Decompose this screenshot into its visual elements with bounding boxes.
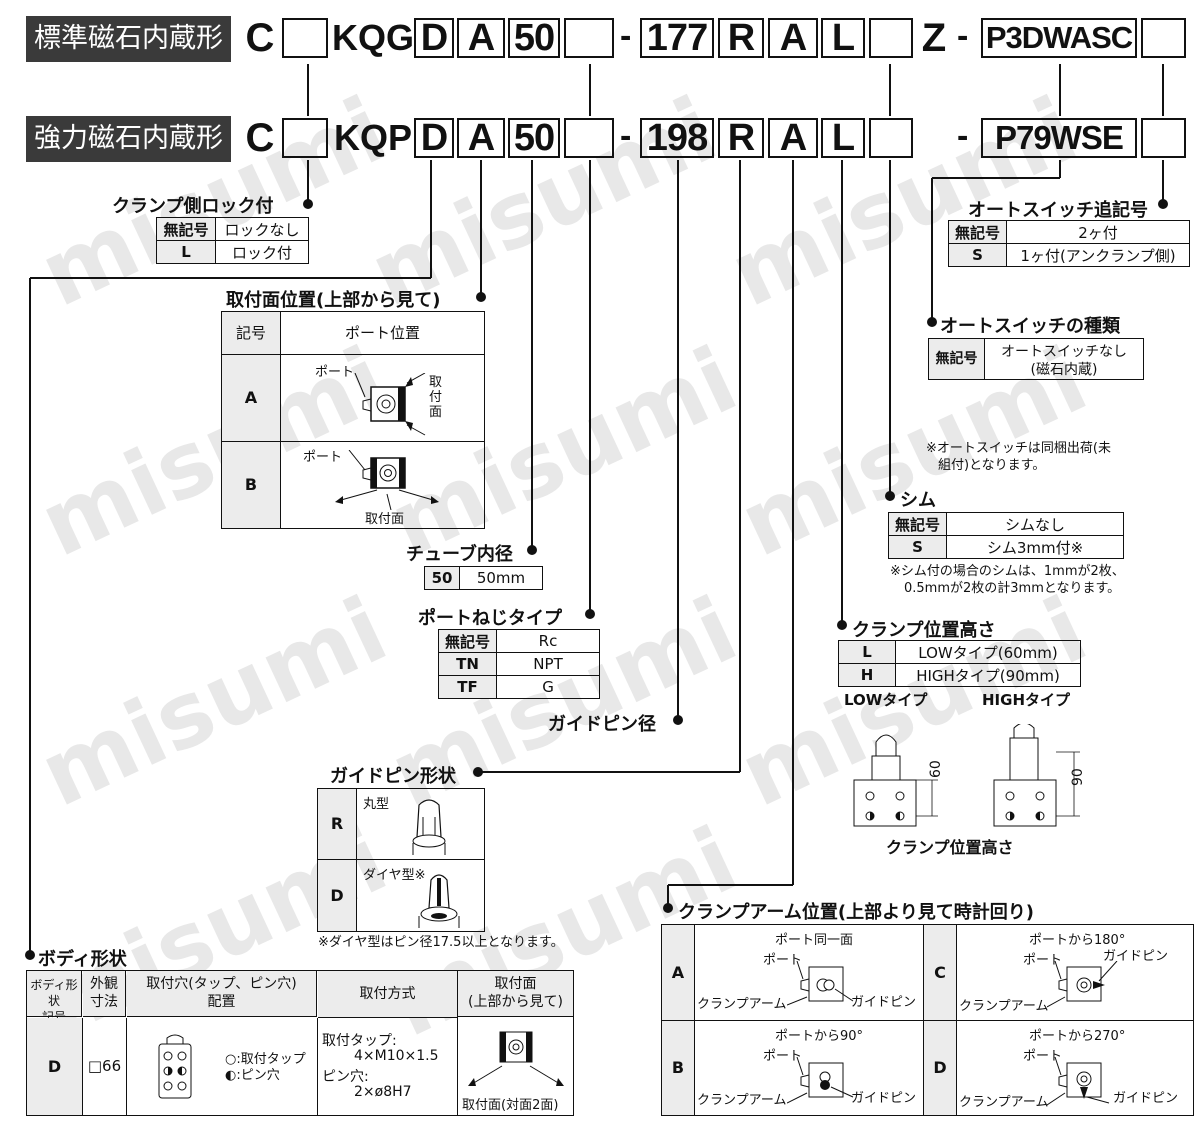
code-box-bore: 50 (508, 18, 560, 58)
guide-pin-shape-title: ガイドピン形状 (330, 766, 456, 787)
code-box-shim (869, 118, 913, 158)
code-dash: - (957, 117, 969, 155)
arm-cell-d: ポートから270° ポート クランプアーム ガイドピン (959, 1029, 1179, 1110)
body-shape-title: ボディ形状 (38, 949, 127, 970)
guide-pin-dia-title: ガイドピン径 (548, 714, 656, 735)
shim-note-2: 0.5mmが2枚の計3mmとなります。 (904, 581, 1121, 596)
arm-cell-c: ポートから180° ポート クランプアーム ガイドピン (957, 925, 1193, 1021)
guide-pin-shape-table: R 丸型 D ダイヤ型※ (317, 788, 485, 932)
standard-magnet-label: 標準磁石内蔵形 (26, 16, 231, 62)
mounting-hole-drawing (158, 1034, 192, 1099)
code-dash: - (957, 17, 969, 55)
pin-diamond-cell: ダイヤ型※ (357, 860, 484, 931)
arm-cell-b: ポートから90° ポート クランプアーム ガイドピン (695, 1021, 924, 1115)
shim-title: シム (900, 490, 936, 511)
code-dash: - (620, 17, 632, 55)
switch-type-table: 無記号 オートスイッチなし (磁石内蔵) (928, 338, 1144, 380)
mount-position-table: 記号 ポート位置 A ポート 取付面 B ポート 取付面 (221, 311, 485, 529)
round-pin-drawing (412, 799, 446, 855)
high-type-label: HIGHタイプ (982, 691, 1071, 709)
code-box-thread (564, 18, 614, 58)
code-box-body: D (414, 118, 454, 158)
clamp-arm-title: クランプアーム位置(上部より見て時計回り) (678, 902, 1034, 923)
mount-b-drawing (335, 450, 439, 510)
shim-note-1: ※シム付の場合のシムは、1mmが2枚、 (890, 564, 1125, 579)
arm-c-drawing (1047, 961, 1118, 1008)
code-box-height: L (821, 118, 865, 158)
code-kqp: KQP (333, 117, 412, 158)
code-kqg: KQG (331, 17, 414, 58)
mount-diagram-b: ポート 取付面 (281, 442, 484, 528)
mount-position-title: 取付面位置(上部から見て) (226, 290, 441, 311)
code-box-shim (869, 18, 913, 58)
mount-face-drawing (468, 1031, 564, 1086)
code-box-body: D (414, 18, 454, 58)
code-box-bore: 50 (508, 118, 560, 158)
low-dim: 60 (928, 760, 944, 778)
code-box-pin-shape: R (718, 18, 764, 58)
code-box-arm: A (768, 118, 818, 158)
low-type-label: LOWタイプ (844, 691, 928, 709)
bore-title: チューブ内径 (406, 544, 513, 565)
clamp-lock-title: クランプ側ロック付 (112, 196, 274, 217)
clamp-height-caption: クランプ位置高さ (886, 838, 1014, 857)
code-box-mount: A (457, 18, 505, 58)
code-series: C (245, 116, 275, 160)
code-box-pin-dia: 198 (640, 118, 714, 158)
body-shape-table: ボディ形状 記号 外観 寸法 取付穴(タップ、ピン穴) 配置 取付方式 取付面 … (26, 970, 574, 1116)
diamond-pin-note: ※ダイヤ型はピン径17.5以上となります。 (318, 935, 564, 950)
mount-diagram-a: ポート 取付面 (281, 355, 484, 442)
mounting-method-cell: 取付タップ: 4×M10×1.5 ピン穴: 2×ø8H7 (318, 1018, 458, 1115)
code-box-pin-dia: 177 (640, 18, 714, 58)
code-dash: - (620, 117, 632, 155)
code-box-lock (282, 118, 328, 158)
clamp-height-title: クランプ位置高さ (852, 620, 996, 641)
arm-d-drawing (1047, 1057, 1110, 1106)
code-box-thread (564, 118, 614, 158)
port-thread-title: ポートねじタイプ (418, 608, 562, 629)
switch-type-title: オートスイッチの種類 (940, 316, 1120, 337)
mount-face-cell: 取付面(対面2面) (458, 1018, 573, 1115)
switch-note-2: 組付)となります。 (938, 458, 1046, 473)
code-box-lock (282, 18, 328, 58)
high-dim: 90 (1070, 768, 1086, 786)
arm-b-drawing (787, 1057, 854, 1104)
code-box-switch-suffix (1141, 18, 1186, 58)
diamond-pin-drawing (418, 874, 460, 928)
code-box-switch: P3DWASC (981, 18, 1137, 58)
arm-a-drawing (787, 961, 854, 1006)
switch-note-1: ※オートスイッチは同梱出荷(未 (926, 441, 1111, 456)
code-series: C (245, 16, 275, 60)
pin-round-cell: 丸型 (357, 789, 484, 860)
code-box-pin-shape: R (718, 118, 764, 158)
clamp-height-drawing (853, 724, 1080, 827)
code-z: Z (921, 16, 947, 60)
switch-suffix-title: オートスイッチ追記号 (968, 200, 1148, 221)
mount-a-drawing (354, 373, 426, 436)
code-box-mount: A (457, 118, 505, 158)
code-box-switch: P79WSE (981, 118, 1137, 158)
code-box-switch-suffix (1141, 118, 1186, 158)
code-box-arm: A (768, 18, 818, 58)
arm-cell-a: ポート同一面 ポート クランプアーム ガイドピン (695, 925, 924, 1021)
strong-magnet-label: 強力磁石内蔵形 (26, 116, 231, 162)
clamp-arm-table: A ポート同一面 ポート クランプアーム ガイドピン C ポートから180° ポ… (661, 924, 1194, 1116)
code-box-height: L (821, 18, 865, 58)
mounting-hole-cell: ○:取付タップ ◐:ピン穴 (127, 1018, 318, 1115)
